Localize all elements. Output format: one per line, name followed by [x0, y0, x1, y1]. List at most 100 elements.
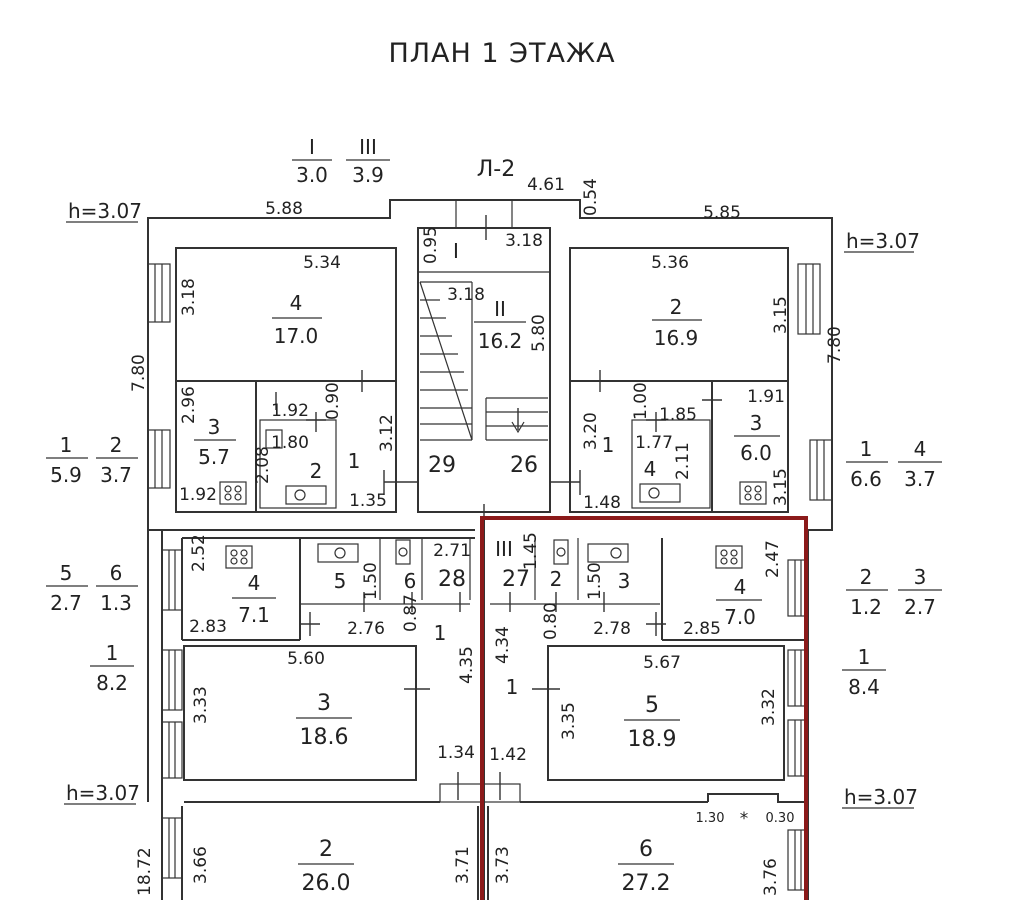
plan-line	[161, 721, 183, 779]
plan-text: 1.45	[521, 532, 541, 570]
plan-text: 3.66	[191, 846, 211, 884]
plan-text: 7.80	[129, 354, 149, 392]
plan-text: 2.96	[179, 386, 199, 424]
plan-line	[730, 557, 738, 565]
plan-text: 3.18	[505, 231, 543, 251]
plan-line	[285, 485, 327, 505]
plan-text: 3.9	[352, 163, 384, 187]
plan-text: 26	[510, 453, 538, 478]
height-label: h=3.07	[844, 785, 918, 809]
room-number: 2	[670, 295, 683, 319]
room-area: 7.1	[238, 603, 270, 627]
plan-line	[730, 549, 738, 557]
plan-text: 6.6	[850, 467, 882, 491]
plan-line	[230, 557, 238, 565]
plan-text: 1.35	[349, 491, 387, 511]
plan-text: 3.33	[191, 686, 211, 724]
plan-text: 1.48	[583, 493, 621, 513]
room-number: 4	[734, 575, 747, 599]
plan-text: 3	[618, 569, 631, 593]
plan-text: 2.85	[683, 619, 721, 639]
plan-text: 1	[602, 433, 615, 457]
room-number: 3	[317, 691, 331, 716]
plan-text: 4.35	[457, 646, 477, 684]
plan-text: 5.9	[50, 463, 82, 487]
plan-text: 0.54	[581, 178, 601, 216]
room-number: 2	[319, 837, 333, 862]
plan-line	[553, 539, 569, 565]
plan-text: 1	[858, 645, 871, 669]
plan-text: 1.50	[585, 562, 605, 600]
plan-text: 1.2	[850, 595, 882, 619]
plan-text: 3.7	[904, 467, 936, 491]
plan-line	[224, 493, 232, 501]
plan-text: III	[359, 135, 377, 159]
room-area: 17.0	[274, 324, 319, 348]
plan-text: 1.42	[489, 745, 527, 765]
plan-text: 2.47	[763, 540, 783, 578]
plan-line	[175, 247, 397, 382]
plan-text: 5.67	[643, 653, 681, 673]
plan-text: 5.85	[703, 203, 741, 223]
plan-text: 5.88	[265, 199, 303, 219]
room-area: 16.2	[478, 329, 523, 353]
height-label: h=3.07	[68, 199, 142, 223]
plan-line	[720, 549, 728, 557]
plan-line	[587, 543, 629, 563]
plan-line	[556, 547, 566, 557]
room-number: II	[494, 297, 506, 321]
plan-text: 3.32	[759, 688, 779, 726]
plan-text: 0.80	[541, 602, 561, 640]
plan-line	[147, 199, 833, 802]
plan-line	[161, 549, 183, 611]
plan-text: 5	[60, 561, 73, 585]
plan-text: 2.08	[253, 446, 273, 484]
walls	[147, 199, 833, 900]
plan-text: 1.80	[271, 433, 309, 453]
plan-text: 3	[914, 565, 927, 589]
plan-line	[569, 381, 789, 513]
plan-line	[744, 485, 752, 493]
plan-line	[240, 549, 248, 557]
room-area: 7.0	[724, 605, 756, 629]
plan-text: 3.71	[453, 846, 473, 884]
plan-line	[183, 645, 417, 781]
plan-text: 8.2	[96, 671, 128, 695]
plan-line	[455, 199, 513, 229]
plan-line	[398, 547, 408, 557]
plan-text: 2.11	[673, 442, 693, 480]
left-fractions: 1 5.9 2 3.7 5 2.7 6 1.3 1 8.2	[46, 433, 138, 695]
room-area: 18.6	[300, 725, 349, 750]
height-label: h=3.07	[846, 229, 920, 253]
room-labels: 4 17.0 II 16.2 2 16.9 3 5.7 3 6.0 4 7.1 …	[194, 291, 780, 896]
room-area: 26.0	[302, 871, 351, 896]
plan-text: 2.78	[593, 619, 631, 639]
plan-text: 18.72	[135, 847, 155, 896]
staircase	[419, 281, 548, 441]
room-area: 5.7	[198, 445, 230, 469]
plan-text: 1.85	[659, 405, 697, 425]
room-number: 6	[639, 837, 653, 862]
plan-text: 8.4	[848, 675, 880, 699]
plan-line	[230, 549, 238, 557]
plan-text: 3.0	[296, 163, 328, 187]
room-number: 5	[645, 693, 659, 718]
plan-line	[610, 547, 622, 559]
room-area: 6.0	[740, 441, 772, 465]
plan-line	[265, 429, 283, 449]
plan-text: 3.15	[771, 296, 791, 334]
asterisk-mark: *	[740, 809, 749, 829]
plan-line	[175, 381, 397, 513]
plan-text: 3.7	[100, 463, 132, 487]
plan-text: 2.52	[189, 534, 209, 572]
plan-text: 4.61	[527, 175, 565, 195]
plan-line	[294, 489, 306, 501]
plan-text: 1	[860, 437, 873, 461]
room-number: 4	[248, 571, 261, 595]
plan-line	[395, 539, 411, 565]
plan-line	[754, 493, 762, 501]
plan-text: 2	[860, 565, 873, 589]
plan-text: 4	[914, 437, 927, 461]
plan-text: 1.92	[179, 485, 217, 505]
plan-text: 1	[506, 675, 519, 699]
